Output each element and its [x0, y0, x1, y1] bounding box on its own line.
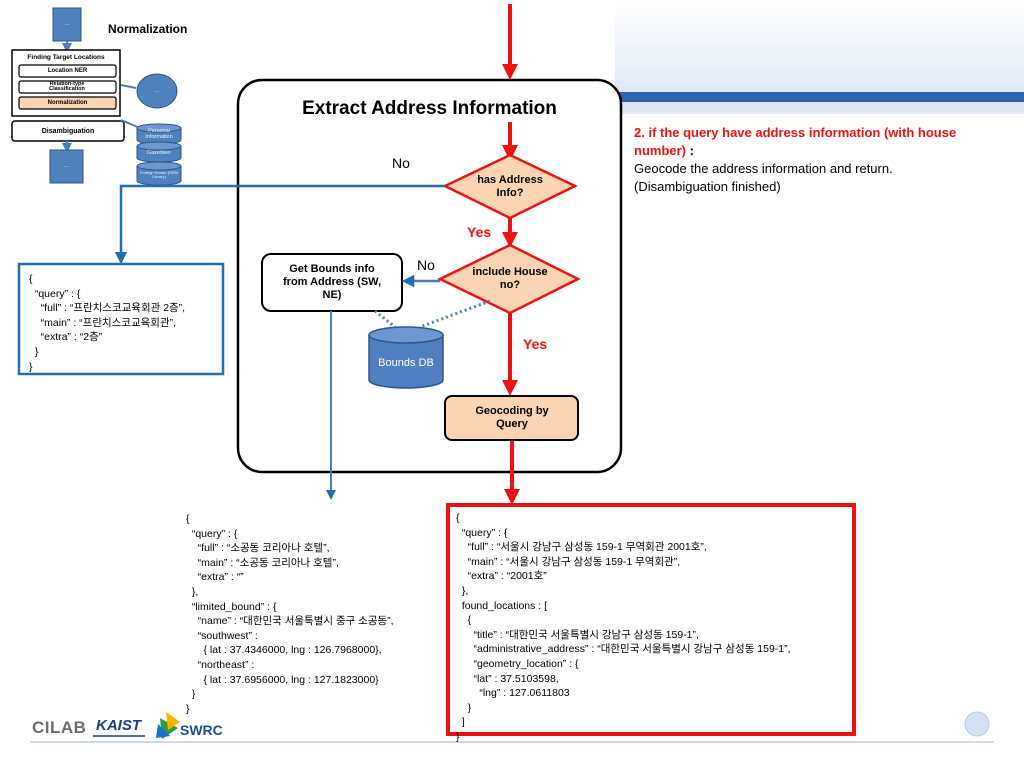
bounds-db-label: Bounds DB — [378, 356, 434, 369]
mini-db-label-gazetteer: Gazetteer — [146, 149, 172, 156]
json-middle-text: { “query” : { “full” : “소공동 코리아나 호텔”, “m… — [186, 513, 394, 715]
header-stripe-pale — [615, 102, 1024, 114]
mini-pipeline — [11, 7, 182, 186]
header-band — [615, 0, 1024, 87]
note: 2. if the query have address information… — [634, 124, 964, 196]
bounds-db-cylinder — [368, 326, 444, 389]
json-right-text: { “query” : { “full” : “서울시 강남구 삼성동 159-… — [456, 512, 791, 743]
mini-db-label-foreign: Foreign Roster (REM Library) — [140, 169, 178, 179]
json-left-box — [17, 262, 225, 376]
json-left-text: { “query” : { “full” : “프란치스코교육회관 2층”, “… — [29, 273, 186, 373]
mini-db-label-personal: Personal Information — [145, 128, 173, 140]
swrc-logo-mark — [156, 712, 180, 739]
header-stripe-dark — [615, 92, 1024, 102]
decision-house-no — [437, 243, 581, 315]
swrc-logo: SWRC — [180, 722, 223, 738]
mini-db-stack — [136, 123, 182, 186]
geocoding-box — [444, 395, 579, 441]
mini-top-doc — [52, 7, 82, 42]
mini-step-rel-label: Relation-type Classification — [49, 80, 85, 92]
mini-step-norm — [18, 96, 117, 110]
mini-circle — [136, 73, 178, 109]
decision-has-address-label: has Address Info? — [477, 174, 543, 199]
mini-bottom-doc-label: ... — [63, 163, 69, 169]
db-link-left — [374, 309, 396, 329]
label-yes2: Yes — [523, 336, 548, 352]
note-heading-suffix: : — [686, 143, 694, 158]
label-no1: No — [392, 155, 410, 171]
decision-has-address — [442, 153, 578, 220]
decision-house-no-label: include House no? — [472, 266, 548, 291]
mini-step-rel — [18, 80, 117, 94]
label-yes1: Yes — [467, 224, 492, 240]
label-no2: No — [417, 257, 435, 273]
mini-step-norm-label: Normalization — [47, 99, 88, 106]
geocoding-label: Geocoding by Query — [475, 405, 549, 430]
flowchart-title: Extract Address Information — [302, 98, 557, 119]
mini-circle-label: ... — [154, 87, 160, 94]
mini-top-doc-label: ... — [64, 21, 70, 27]
corner-circle — [964, 711, 990, 737]
header-stripe-light — [615, 87, 1024, 92]
mini-step-ner-label: Location NER — [47, 67, 88, 74]
mini-group-title: Finding Target Locations — [27, 53, 105, 61]
note-body: Geocode the address information and retu… — [634, 161, 893, 194]
note-heading: 2. if the query have address information… — [634, 125, 957, 158]
kaist-logo: KAIST — [96, 717, 141, 734]
mini-title: Normalization — [108, 22, 188, 36]
arrow-no1 — [114, 184, 445, 265]
mini-step-ner — [18, 64, 117, 78]
mini-bottom-doc — [49, 149, 84, 184]
bounds-box-label: Get Bounds info from Address (SW, NE) — [283, 263, 381, 301]
clab-logo: CILAB — [32, 718, 87, 737]
mini-disambiguation-label: Disambiguation — [41, 127, 95, 135]
json-right-box — [446, 503, 856, 736]
